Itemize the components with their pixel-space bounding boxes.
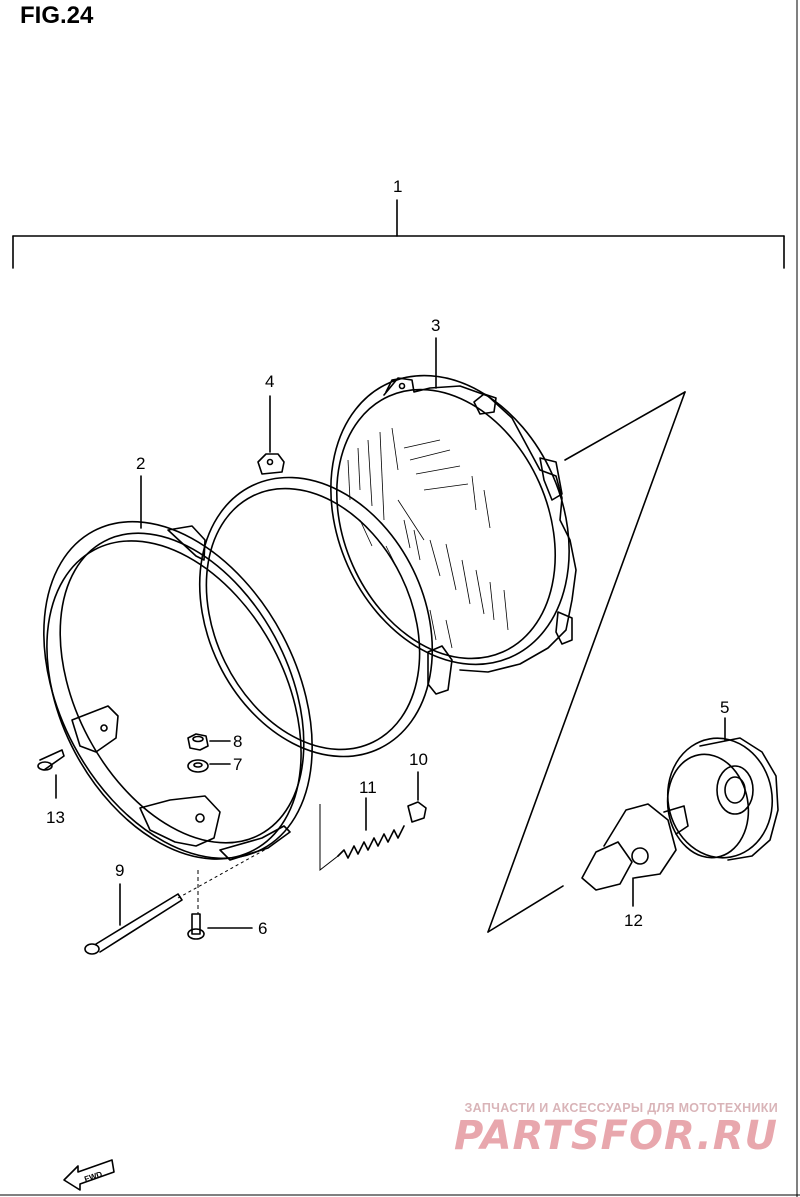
callout-6: 6 — [258, 919, 267, 938]
headlight-bulb — [581, 803, 689, 891]
adjusting-spring — [319, 797, 405, 872]
fwd-arrow-icon: FWD — [63, 1159, 115, 1191]
callout-12: 12 — [624, 911, 643, 930]
adjusting-clip — [407, 771, 427, 823]
washer — [187, 759, 231, 773]
assembly-bracket — [12, 199, 785, 269]
callout-5: 5 — [720, 698, 729, 717]
callout-2: 2 — [136, 454, 145, 473]
small-bolt — [187, 870, 253, 940]
watermark-logo: PARTSFOR.RU — [453, 1113, 778, 1159]
nut — [187, 733, 231, 751]
screw — [37, 749, 65, 799]
callout-11: 11 — [359, 778, 377, 797]
callout-7: 7 — [233, 755, 242, 774]
figure-title: FIG.24 — [20, 2, 94, 29]
callout-8: 8 — [233, 732, 242, 751]
watermark-caption: ЗАПЧАСТИ И АКСЕССУАРЫ ДЛЯ МОТОТЕХНИКИ — [464, 1101, 778, 1115]
callout-4: 4 — [265, 372, 274, 391]
callout-13: 13 — [46, 808, 65, 827]
callout-3: 3 — [431, 316, 440, 335]
callout-9: 9 — [115, 861, 124, 880]
socket-housing — [666, 737, 779, 861]
leader-lines — [140, 337, 726, 907]
detail-outline — [487, 391, 686, 933]
headlight-rim — [43, 520, 313, 861]
sealed-beam-unit — [330, 374, 577, 673]
adjusting-bolt — [84, 847, 269, 955]
callout-10: 10 — [409, 750, 428, 769]
inner-ring — [198, 453, 453, 758]
callout-1: 1 — [393, 177, 402, 196]
